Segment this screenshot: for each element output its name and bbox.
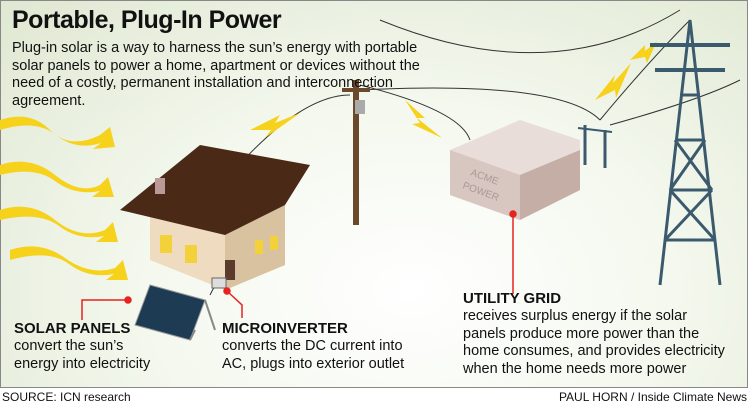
micro-desc-2: AC, plugs into exterior outlet bbox=[222, 355, 405, 372]
microinverter-label: MICROINVERTER converts the DC current in… bbox=[222, 320, 404, 373]
micro-title: MICROINVERTER bbox=[222, 320, 348, 337]
source-note: SOURCE: ICN research bbox=[2, 390, 131, 404]
grid-desc-3: home consumes, and provides electricity bbox=[463, 343, 725, 359]
credit-note: PAUL HORN / Inside Climate News bbox=[558, 390, 747, 404]
solar-panels-label: SOLAR PANELS convert the sun’s energy in… bbox=[14, 320, 150, 373]
grid-desc-4: when the home needs more power bbox=[463, 360, 687, 377]
substation-poles bbox=[577, 125, 613, 168]
sun-rays bbox=[0, 116, 128, 280]
grid-title: UTILITY GRID bbox=[463, 290, 562, 307]
grid-desc-1: receives surplus energy if the solar bbox=[463, 308, 688, 324]
solar-desc-1: convert the sun’s bbox=[14, 338, 124, 354]
solar-desc-2: energy into electricity bbox=[14, 355, 151, 372]
illustration: ACME POWER bbox=[0, 9, 741, 341]
micro-desc-1: converts the DC current into bbox=[222, 338, 403, 354]
transmission-tower bbox=[650, 19, 730, 286]
solar-title: SOLAR PANELS bbox=[14, 320, 131, 337]
infographic-frame bbox=[0, 0, 748, 388]
microinverter bbox=[211, 277, 227, 289]
leader-lines bbox=[81, 210, 517, 320]
grid-desc-2: panels produce more power than the bbox=[463, 325, 700, 342]
page-title: Portable, Plug-In Power bbox=[12, 6, 282, 34]
house bbox=[120, 145, 310, 290]
utility-grid-label: UTILITY GRID receives surplus energy if … bbox=[463, 290, 725, 378]
intro-text: Plug-in solar is a way to harness the su… bbox=[12, 40, 420, 109]
acme-power-building: ACME POWER bbox=[450, 120, 580, 220]
power-lines bbox=[229, 9, 741, 176]
utility-pole bbox=[342, 80, 370, 225]
lightning-bolts bbox=[250, 41, 657, 138]
